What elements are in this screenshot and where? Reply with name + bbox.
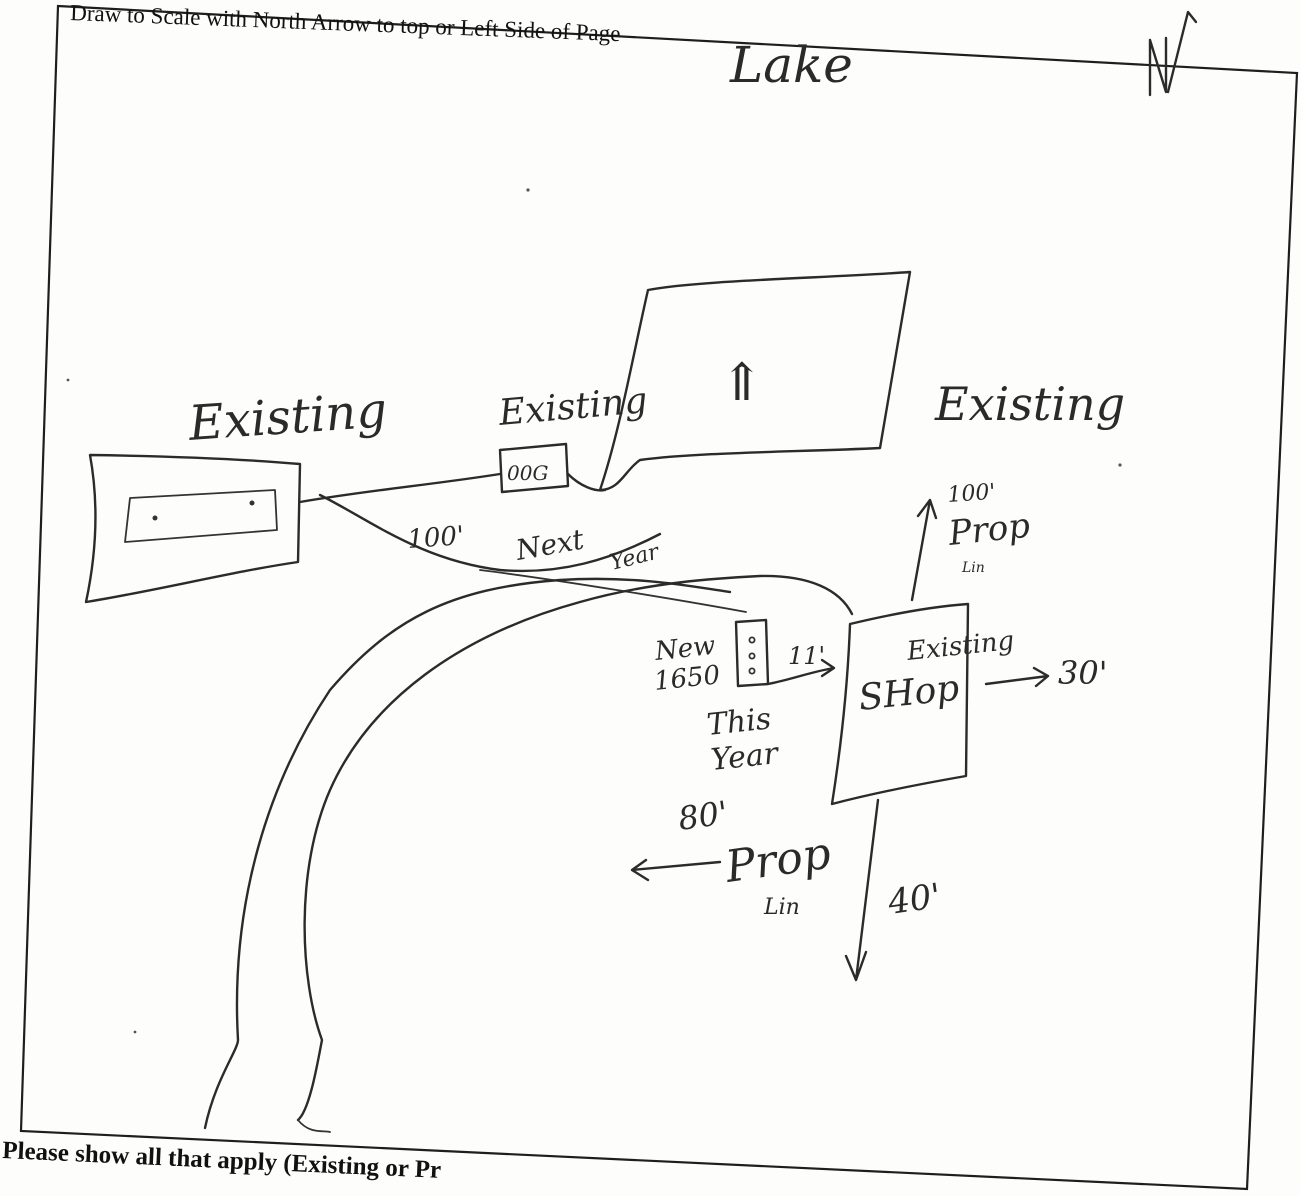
drawing-frame (19, 4, 1299, 1191)
line-box-to-house (566, 472, 607, 492)
shop-existing-label: Existing (905, 626, 1016, 667)
next-label: Next (513, 522, 588, 567)
upper-lin-label: Lin (961, 560, 985, 576)
north-arrow-icon (1148, 10, 1198, 97)
scan-speck (66, 378, 70, 382)
dim-100-label: 100' (406, 521, 465, 555)
existing-mid-box (498, 442, 570, 494)
upper-prop-arrow (910, 498, 938, 602)
house-outline (598, 270, 912, 492)
existing-mid-label: Existing (496, 380, 649, 434)
year-label: Year (607, 539, 662, 576)
existing-left-inner-rect (124, 489, 278, 543)
house-arrow-icon: ⇑ (720, 353, 764, 413)
line-to-new-unit (479, 569, 747, 613)
north-label: N (1139, 29, 1141, 31)
lake-label: Lake (729, 36, 853, 94)
lower-prop-label: Prop (721, 828, 833, 893)
new-unit-dot-1 (748, 636, 756, 644)
upper-prop-label: Prop (946, 506, 1032, 554)
footer-instruction: Please show all that apply (Existing or … (2, 1137, 442, 1184)
eleven-label: 11' (788, 642, 825, 670)
new-label: New (653, 631, 717, 667)
shop-label: SHop (857, 668, 962, 719)
upper-dim-label: 100' (947, 480, 997, 508)
new-unit-dot-2 (748, 652, 756, 660)
scan-speck (526, 188, 530, 192)
existing-left-building (84, 453, 302, 604)
header-instruction: Draw to Scale with North Arrow to top or… (70, 0, 621, 46)
lower-lin-label: Lin (763, 895, 800, 920)
shop-building (830, 602, 970, 806)
lower-prop-arrow (630, 858, 722, 882)
line-left-to-box (298, 472, 502, 504)
new-number: 1650 (653, 660, 722, 697)
existing-mid-box-label: 00G (507, 461, 548, 485)
road-end-cap (297, 1119, 331, 1133)
this-label: This (705, 701, 773, 743)
existing-left-label: Existing (186, 382, 389, 452)
existing-left-dot (152, 515, 158, 521)
thirty-label: 30' (1058, 654, 1108, 692)
road-outer-edge (203, 577, 732, 1130)
forty-ft-line (844, 798, 880, 982)
eighty-label: 80' (676, 793, 730, 838)
existing-left-dot-2 (249, 500, 255, 506)
thirty-ft-arrow (984, 666, 1050, 688)
forty-label: 40' (885, 876, 944, 923)
eleven-ft-arrow (766, 658, 836, 686)
year2-label: Year (709, 736, 781, 778)
scan-speck (133, 1030, 137, 1034)
road-inner-edge (296, 574, 854, 1122)
scan-speck (1118, 463, 1122, 467)
line-next-year (318, 493, 662, 573)
new-unit-dot-3 (748, 667, 756, 675)
existing-right-label: Existing (934, 377, 1125, 431)
